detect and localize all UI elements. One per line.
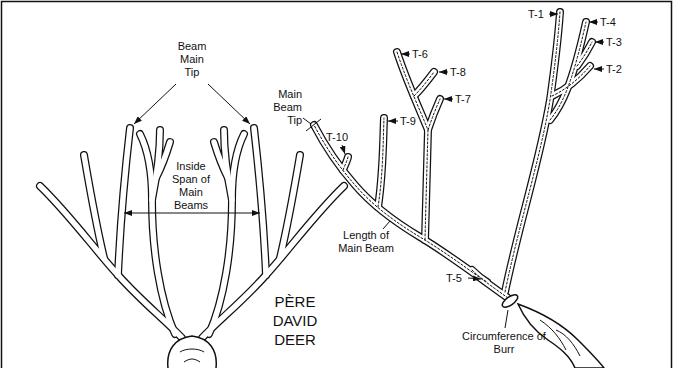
burr-ring [500, 293, 519, 310]
tine-label: T-5 [446, 272, 468, 285]
measurement-label: Inside Span of Main Beams [170, 160, 212, 212]
measurement-label: Circumference of Burr [460, 330, 548, 356]
measurement-label: Beam Main Tip [174, 40, 210, 79]
tine-label: T-1 [528, 8, 550, 21]
species-title: PÈRE DAVID DEER [262, 292, 328, 349]
tine-label: T-8 [450, 66, 474, 79]
measurement-label: Length of Main Beam [330, 229, 402, 255]
front-view-antlers [40, 128, 344, 368]
tine-label: T-2 [606, 63, 630, 76]
tine-label: T-10 [326, 131, 356, 144]
tine-label: T-7 [455, 93, 479, 106]
tine-label: T-6 [412, 48, 436, 61]
leader-lines [124, 14, 604, 328]
side-view-antler [314, 12, 604, 368]
tine-label: T-4 [600, 16, 624, 29]
measurement-label: Main Beam Tip [262, 88, 302, 127]
tine-label: T-9 [400, 115, 424, 128]
tine-label: T-3 [606, 36, 630, 49]
